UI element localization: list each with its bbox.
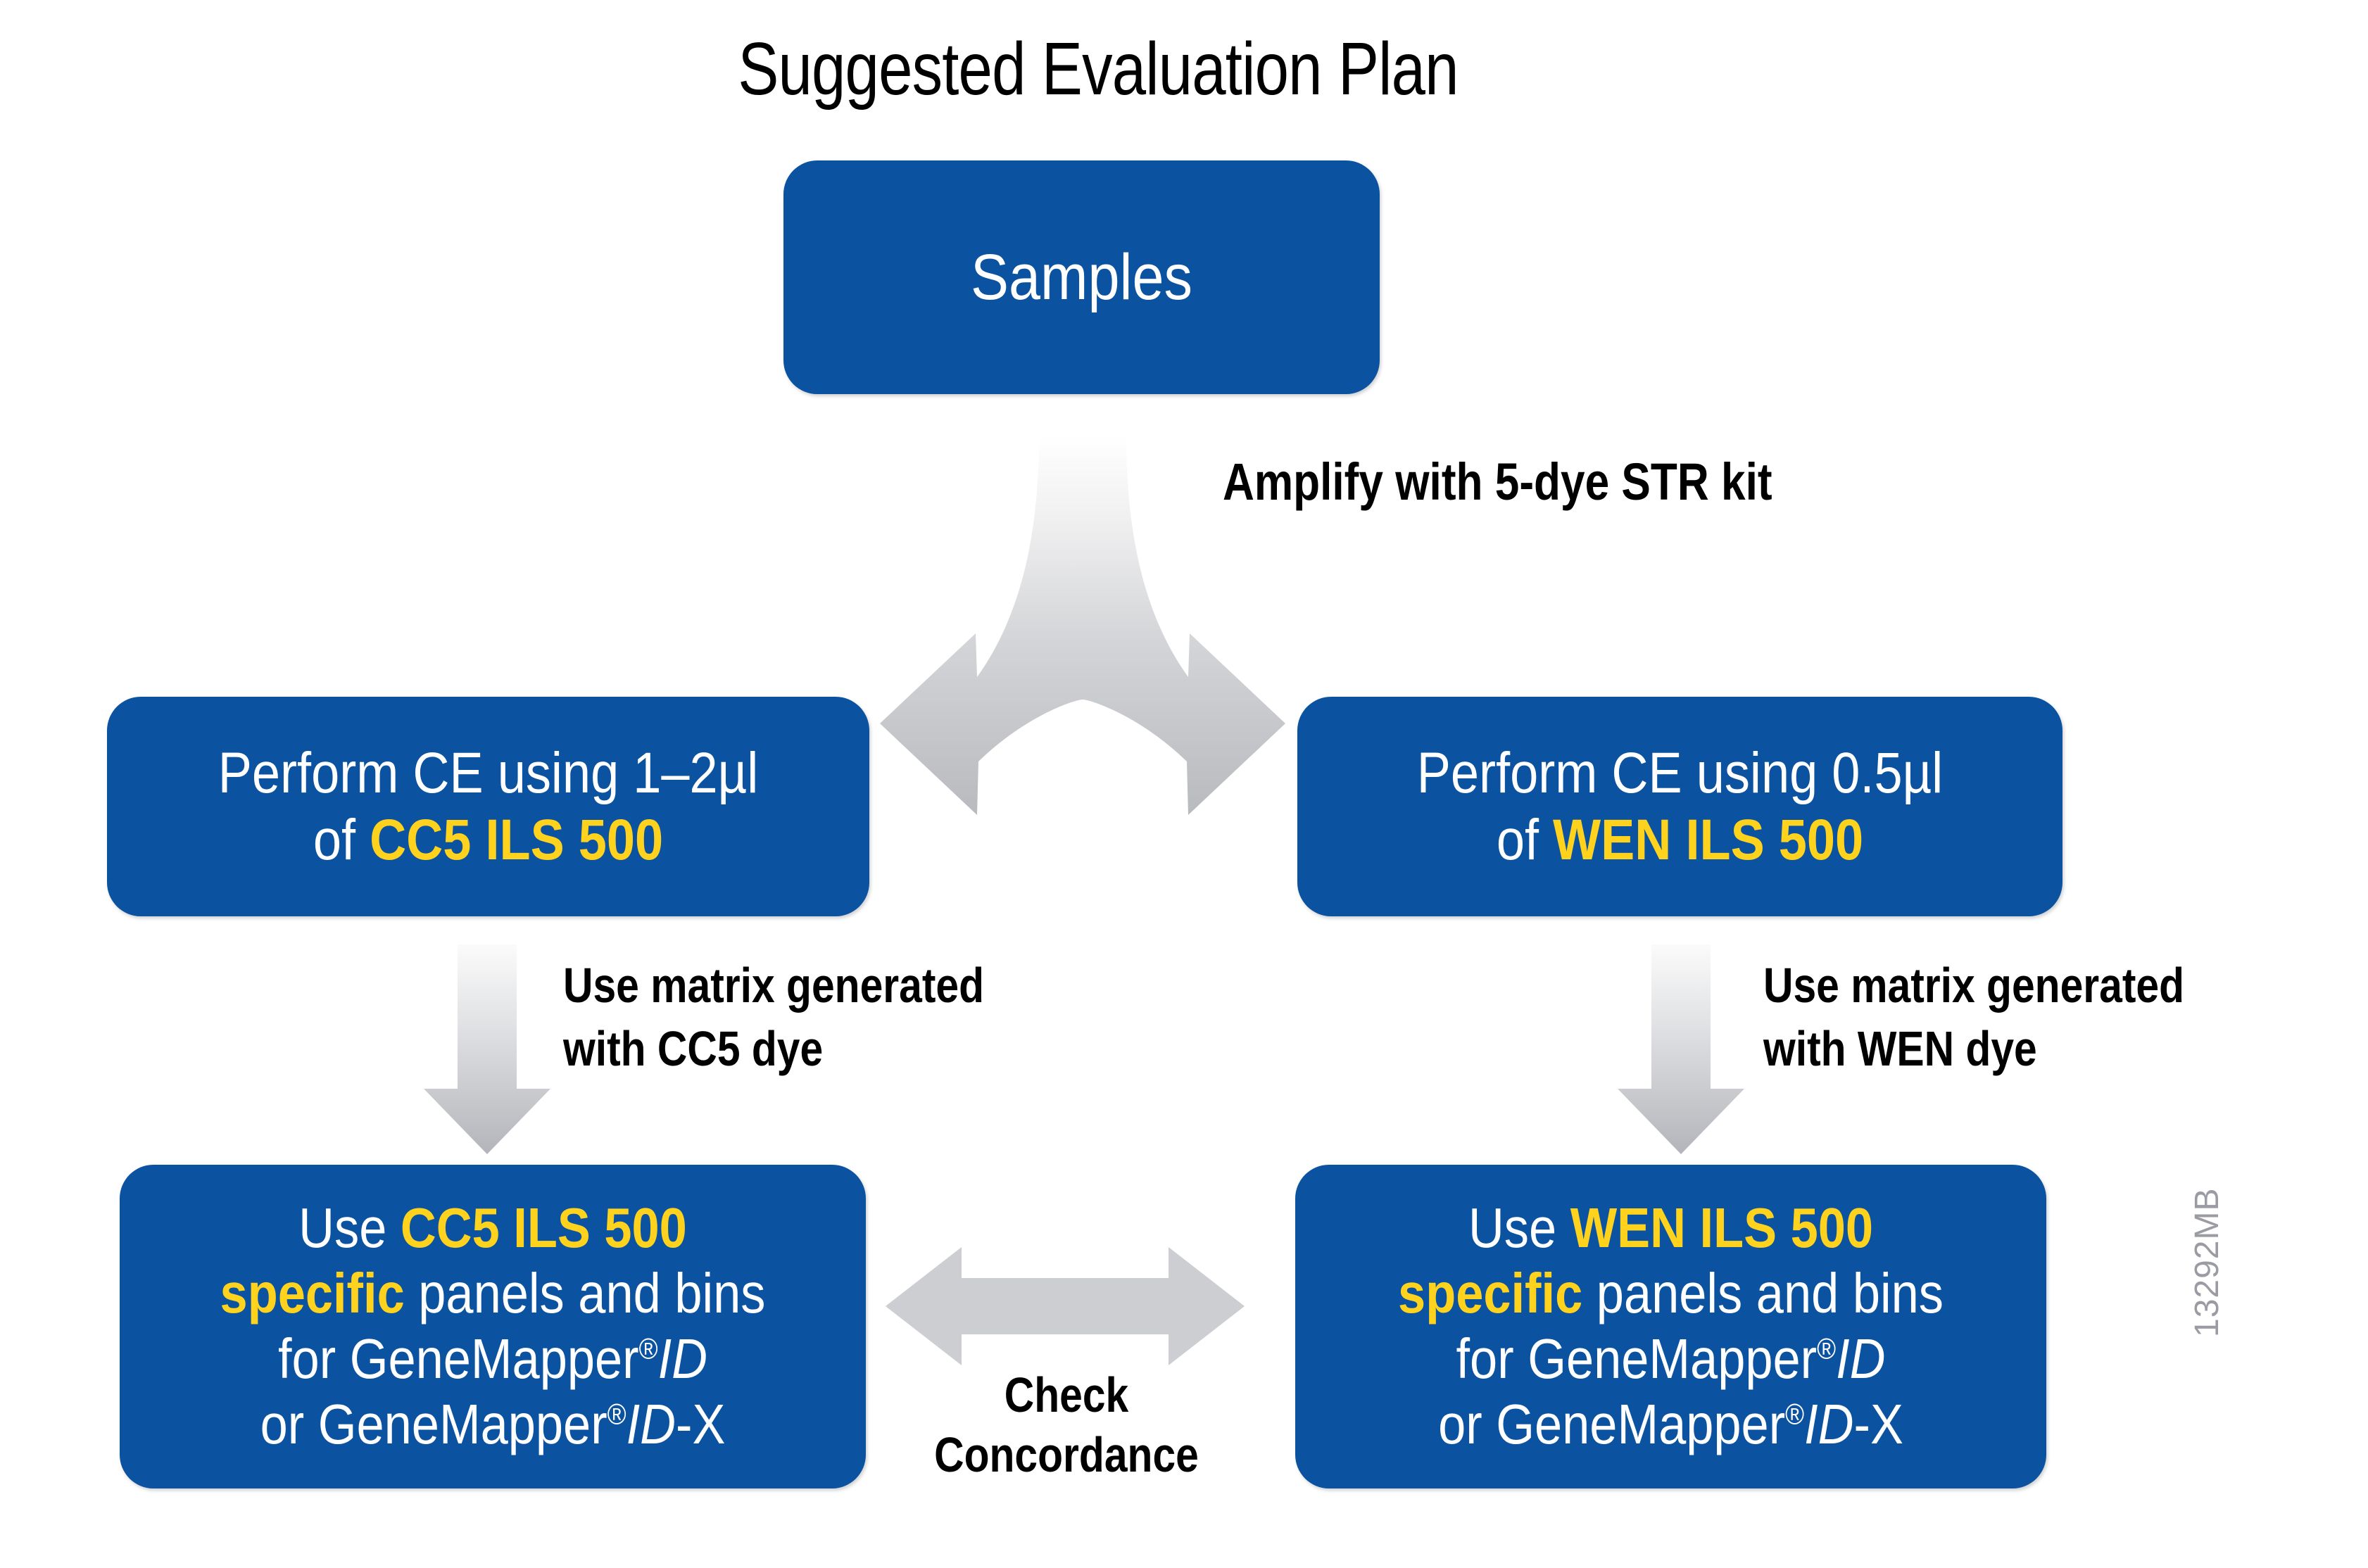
connector-label-amplify: Amplify with 5-dye STR kit: [1223, 453, 1772, 511]
double-arrow-concordance: [886, 1247, 1245, 1365]
node-panels-right-text: Use WEN ILS 500 specific panels and bins…: [1340, 1196, 2001, 1457]
panels-left-line4-suffix: -X: [676, 1392, 726, 1455]
ce-left-line1: Perform CE using 1–2µl: [218, 740, 759, 805]
panels-right-line2-highlight: specific: [1398, 1262, 1583, 1325]
panels-right-line4-suffix: -X: [1853, 1392, 1903, 1455]
panels-right-line3-prefix: for GeneMapper: [1456, 1327, 1818, 1390]
panels-left-line3-italic: ID: [657, 1327, 708, 1390]
ce-right-line2-prefix: of: [1496, 808, 1554, 872]
panels-left-line4-italic: ID: [626, 1392, 676, 1455]
connector-label-matrix-left: Use matrix generated with CC5 dye: [563, 958, 985, 1076]
panels-left-line4-prefix: or GeneMapper: [260, 1392, 607, 1455]
split-arrow-down: [880, 435, 1285, 815]
panels-left-line2-highlight: specific: [220, 1262, 405, 1325]
node-ce-right-text: Perform CE using 0.5µl of WEN ILS 500: [1343, 740, 2017, 873]
registered-mark-icon: ®: [1817, 1332, 1837, 1365]
node-ce-left-text: Perform CE using 1–2µl of CC5 ILS 500: [153, 740, 824, 873]
ce-left-line2-highlight: CC5 ILS 500: [370, 808, 664, 872]
page-title: Suggested Evaluation Plan: [738, 27, 1459, 110]
panels-left-line2-suffix: panels and bins: [404, 1262, 766, 1325]
panels-left-line1-prefix: Use: [298, 1196, 401, 1260]
ce-left-line2-prefix: of: [313, 808, 370, 872]
registered-mark-icon: ®: [607, 1397, 626, 1431]
down-arrow-right: [1618, 944, 1744, 1154]
ce-right-line1: Perform CE using 0.5µl: [1416, 740, 1944, 805]
panels-right-line3-italic: ID: [1836, 1327, 1886, 1390]
registered-mark-icon: ®: [1785, 1397, 1805, 1431]
down-arrow-left: [424, 944, 550, 1154]
connector-label-concordance: Check Concordance: [934, 1367, 1199, 1483]
panels-left-line3-prefix: for GeneMapper: [277, 1327, 639, 1390]
panels-right-line1-highlight: WEN ILS 500: [1570, 1196, 1874, 1260]
node-panels-left[interactable]: Use CC5 ILS 500 specific panels and bins…: [120, 1165, 866, 1488]
node-panels-left-text: Use CC5 ILS 500 specific panels and bins…: [165, 1196, 821, 1457]
panels-right-line4-prefix: or GeneMapper: [1438, 1392, 1786, 1455]
document-code-label: 13292MB: [2188, 1187, 2226, 1337]
panels-left-line1-highlight: CC5 ILS 500: [400, 1196, 687, 1260]
node-ce-left[interactable]: Perform CE using 1–2µl of CC5 ILS 500: [107, 697, 869, 916]
panels-right-line2-suffix: panels and bins: [1582, 1262, 1944, 1325]
registered-mark-icon: ®: [638, 1332, 658, 1365]
connector-label-matrix-right: Use matrix generated with WEN dye: [1763, 958, 2185, 1076]
node-samples[interactable]: Samples: [783, 160, 1380, 394]
node-panels-right[interactable]: Use WEN ILS 500 specific panels and bins…: [1295, 1165, 2046, 1488]
panels-right-line4-italic: ID: [1804, 1392, 1854, 1455]
panels-right-line1-prefix: Use: [1468, 1196, 1570, 1260]
node-samples-label: Samples: [971, 241, 1192, 313]
node-ce-right[interactable]: Perform CE using 0.5µl of WEN ILS 500: [1297, 697, 2062, 916]
ce-right-line2-highlight: WEN ILS 500: [1553, 808, 1864, 872]
